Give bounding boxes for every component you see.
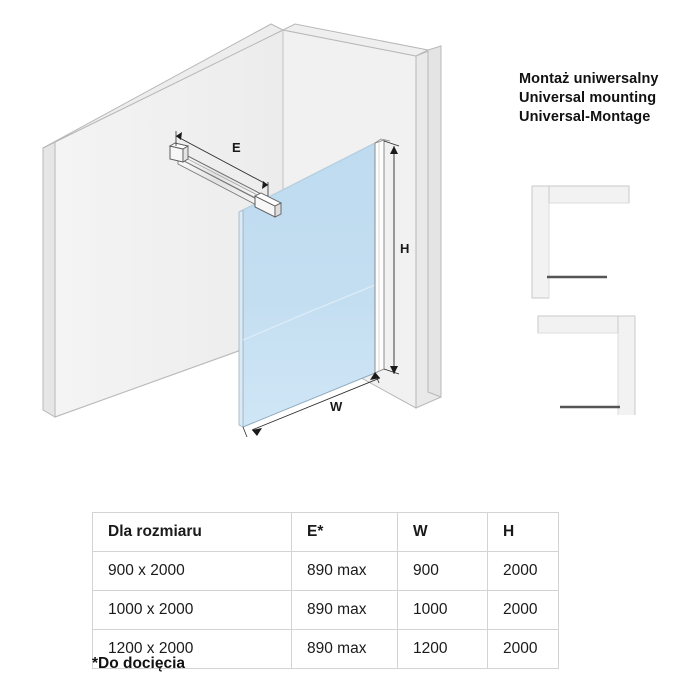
mounting-figure-corner-right	[537, 315, 636, 429]
mounting-figures	[490, 165, 660, 429]
cell-e: 890 max	[291, 551, 398, 591]
cell-e: 890 max	[291, 629, 398, 669]
dimension-label-w: W	[330, 399, 343, 414]
cell-w: 1000	[397, 590, 488, 630]
wall-bracket	[168, 142, 190, 163]
mounting-title-en: Universal mounting	[519, 90, 657, 106]
table-header-h: H	[487, 512, 559, 552]
dimension-w: W	[242, 372, 381, 438]
table-header-e: E*	[291, 512, 398, 552]
table-footnote: *Do docięcia	[92, 655, 186, 672]
table-row: 1000 x 2000 890 max 1000 2000	[92, 590, 559, 630]
specification-table: Dla rozmiaru E* W H 900 x 2000 890 max 9…	[92, 512, 559, 669]
mounting-title-pl: Montaż uniwersalny	[519, 71, 659, 87]
mounting-figure-corner-left	[531, 185, 630, 299]
cell-w: 900	[397, 551, 488, 591]
back-wall	[42, 23, 285, 418]
cell-size: 900 x 2000	[92, 551, 292, 591]
cell-size: 1000 x 2000	[92, 590, 292, 630]
table-header-size: Dla rozmiaru	[92, 512, 292, 552]
dimension-label-e: E	[232, 140, 241, 155]
mounting-title-block: Montaż uniwersalny Universal mounting Un…	[519, 70, 694, 127]
cell-w: 1200	[397, 629, 488, 669]
cell-size: 1200 x 2000	[92, 629, 292, 669]
mounting-title-de: Universal-Montage	[519, 109, 651, 125]
shower-screen-isometric-drawing: E H W	[0, 0, 480, 470]
cell-h: 2000	[487, 551, 559, 591]
table-row: 1200 x 2000 890 max 1200 2000	[92, 629, 559, 669]
table-header-w: W	[397, 512, 488, 552]
table-header-row: Dla rozmiaru E* W H	[92, 512, 559, 552]
dimension-h: H	[383, 140, 409, 375]
table-row: 900 x 2000 890 max 900 2000	[92, 551, 559, 591]
dimension-label-h: H	[400, 241, 409, 256]
glass-bracket	[253, 192, 283, 218]
cell-h: 2000	[487, 629, 559, 669]
cell-e: 890 max	[291, 590, 398, 630]
dimension-e: E	[175, 131, 269, 196]
cell-h: 2000	[487, 590, 559, 630]
